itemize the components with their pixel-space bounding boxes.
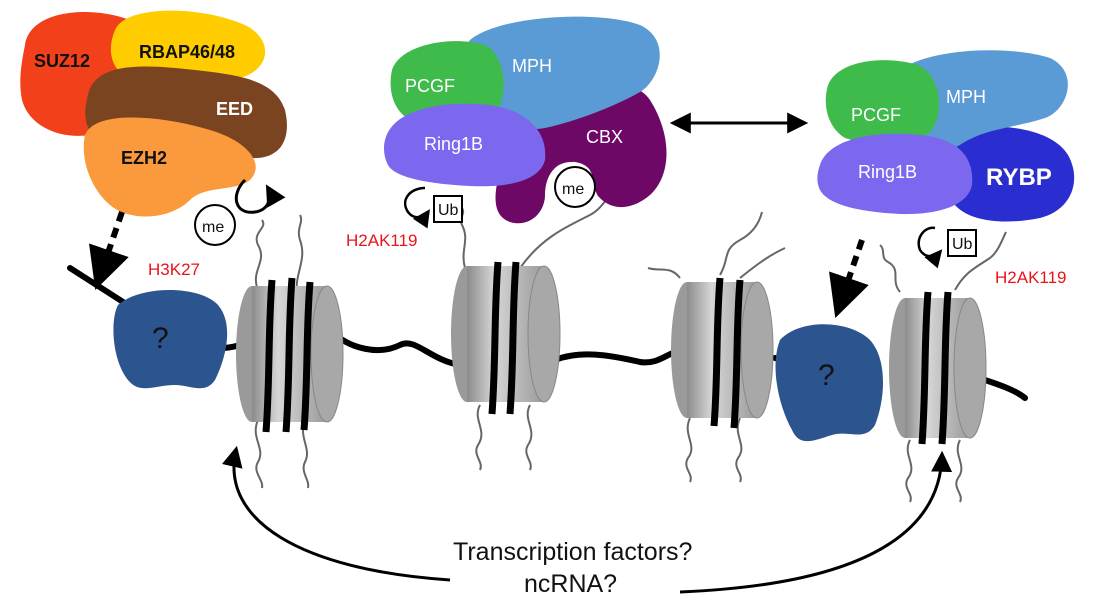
pcgf-label-left: PCGF [405,76,455,96]
ring1b-blob-right [817,133,973,215]
h3k27-label: H3K27 [148,260,200,279]
ezh2-blob [83,117,256,217]
ring1b-blob-left [384,103,546,187]
svg-text:Ub: Ub [438,202,459,219]
unknown-factor-right: ? [775,324,884,442]
recruitment-curve-left [222,445,451,582]
pcgf-blob-right [825,60,940,144]
caption-line-1: Transcription factors? [453,538,692,566]
ring1b-label-right: Ring1B [858,162,917,182]
nucleosome-2 [451,261,561,415]
pcgf-label-right: PCGF [851,105,901,125]
prc2-complex: SUZ12 RBAP46/48 EED EZH2 [20,10,287,217]
suz12-label: SUZ12 [34,51,90,71]
unknown-factor-left: ? [113,290,228,389]
ezh2-label: EZH2 [121,148,167,168]
rbap-label: RBAP46/48 [139,42,235,62]
nucleosome-1 [236,277,344,433]
ub-mark-right: Ub [947,229,977,257]
mph-label-right: MPH [946,87,986,107]
histone-tails [254,195,1007,503]
rybp-blob [940,126,1075,222]
svg-text:?: ? [152,322,169,355]
svg-text:?: ? [818,359,835,392]
svg-text:me: me [562,181,584,198]
recruitment-curve-right [679,450,953,594]
caption-line-2: ncRNA? [524,570,617,598]
ring1b-label-left: Ring1B [424,134,483,154]
recruitment-arrow-right [829,239,869,318]
methyl-mark-left: me [194,204,236,246]
nucleosome-4 [889,291,987,445]
prc1-canonical-complex: PCGF MPH Ring1B CBX [384,16,667,224]
h2ak119-label-right: H2AK119 [995,268,1067,287]
cbx-label: CBX [586,127,623,147]
mph-blob [462,16,660,130]
eed-label: EED [216,99,253,119]
svg-text:me: me [202,219,224,236]
ubiquitination-arrow-left [403,186,430,229]
mph-label-left: MPH [512,56,552,76]
svg-text:Ub: Ub [952,236,973,253]
prc1-variant-complex: PCGF MPH Ring1B RYBP [817,50,1075,222]
nucleosome-3 [671,277,774,429]
ub-mark-left: Ub [433,195,463,223]
rybp-label: RYBP [986,164,1052,191]
h2ak119-label-left: H2AK119 [346,231,418,250]
recruitment-arrow-left [89,211,129,290]
ubiquitination-arrow-right [917,226,943,269]
methylation-curved-arrow [234,178,286,214]
methyl-mark-center: me [554,166,596,208]
